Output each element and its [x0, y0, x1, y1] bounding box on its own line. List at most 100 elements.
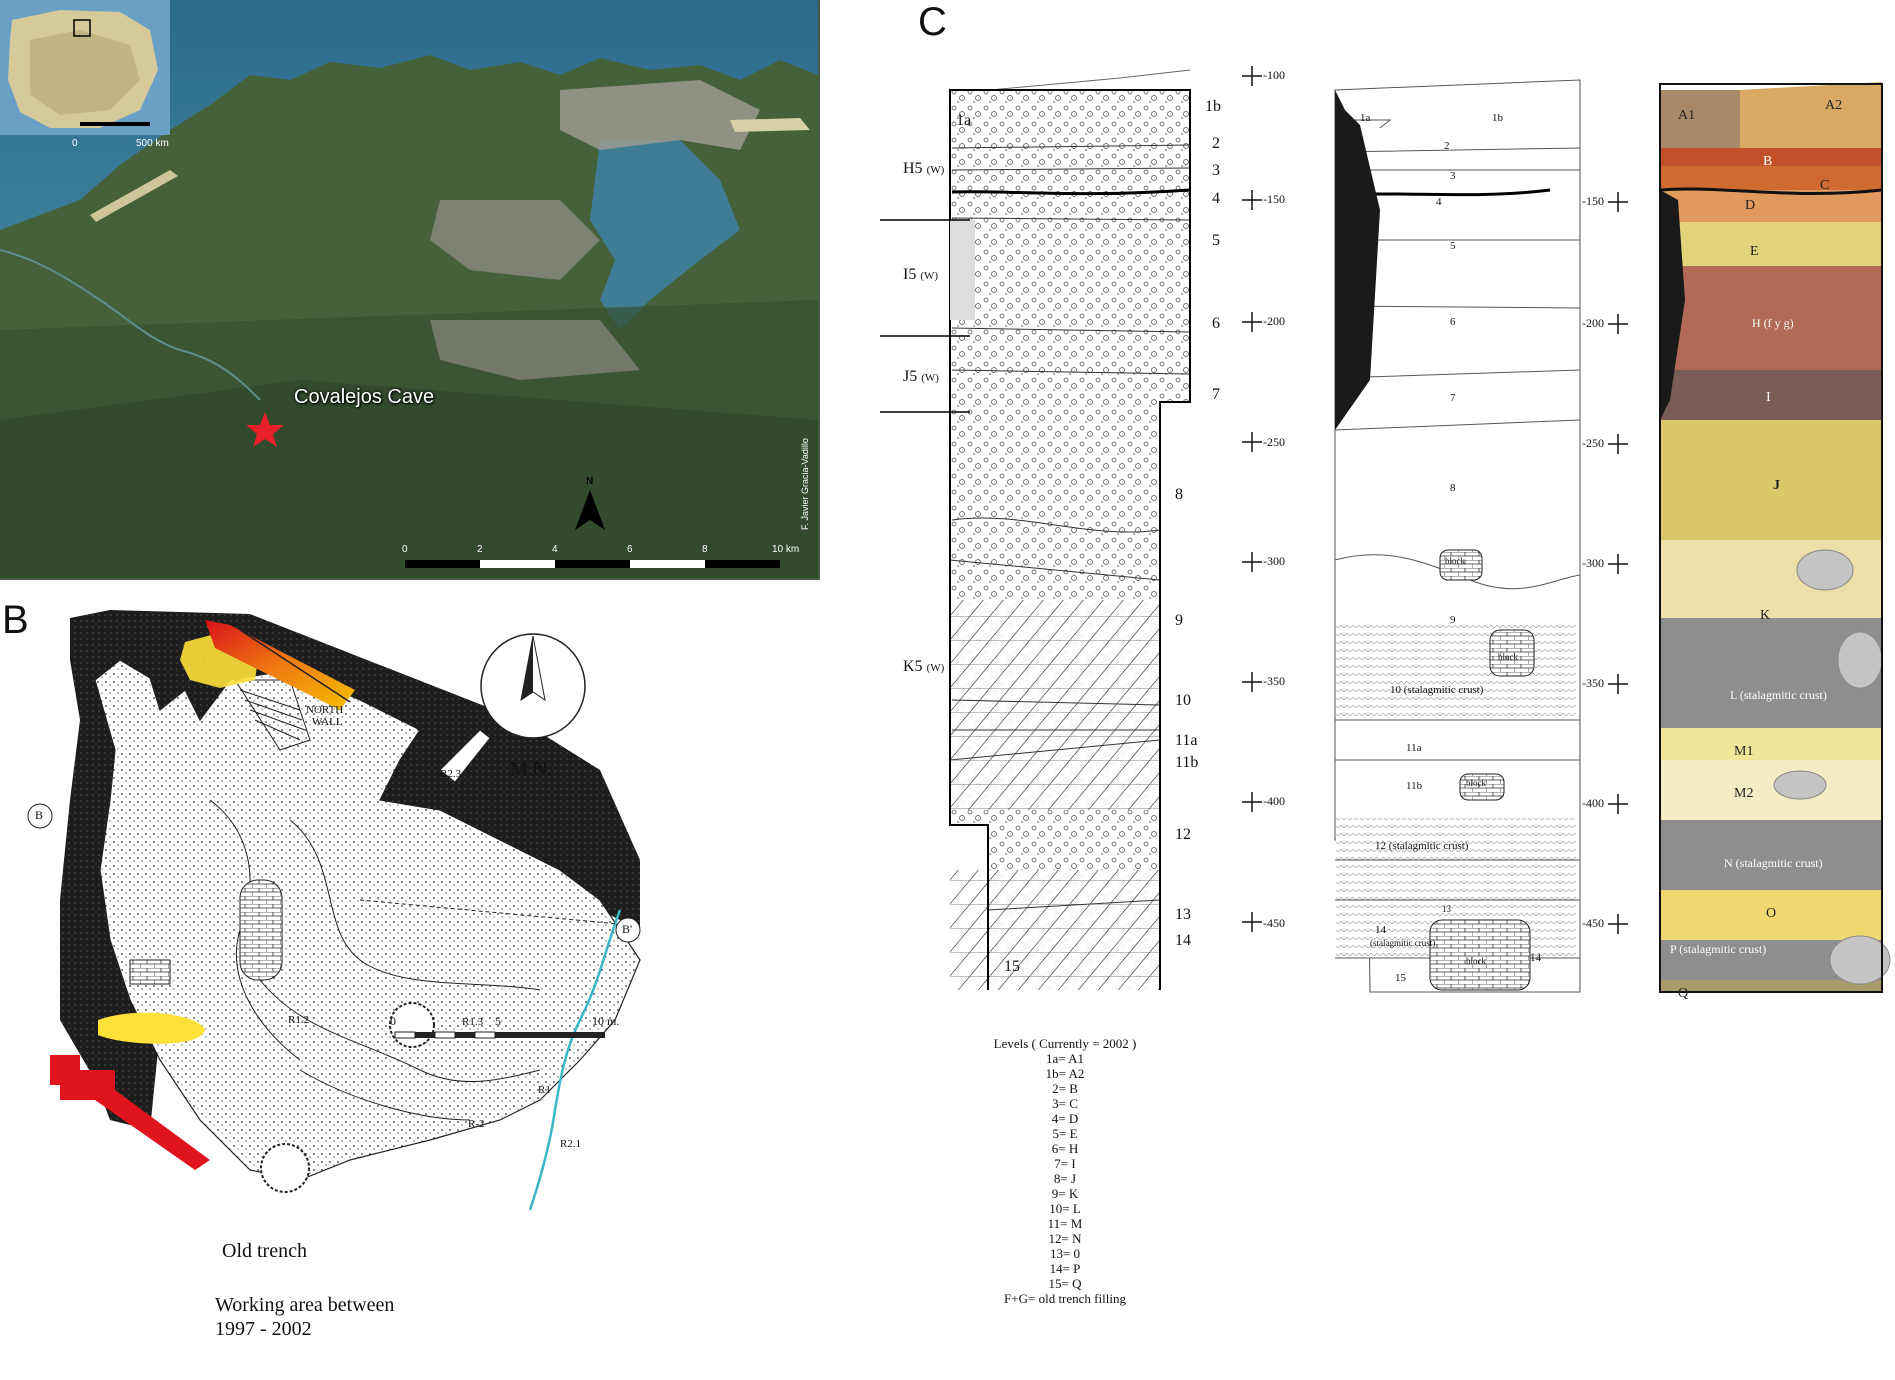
square-k5: K5 (W): [903, 658, 945, 675]
depth-tick-mark: [1242, 432, 1262, 452]
levels-legend-line: 14= P: [1049, 1261, 1081, 1276]
mid-level-1b: 1b: [1492, 112, 1503, 124]
depth-right-150: -150: [1582, 194, 1604, 208]
left-level-6: 6: [1212, 315, 1220, 332]
levels-legend-line: 6= H: [1051, 1141, 1079, 1156]
schematic-section: [1334, 79, 1581, 993]
left-level-14: 14: [1175, 932, 1191, 949]
left-level-13: 13: [1175, 906, 1191, 923]
colored-level-label: P (stalagmitic crust): [1670, 942, 1767, 956]
levels-legend-line: 1a= A1: [1045, 1051, 1085, 1066]
section-graphic: [880, 66, 1891, 993]
left-level-12: 12: [1175, 826, 1191, 843]
depth-mid-100: -100: [1263, 68, 1285, 82]
colored-level-band: [1660, 90, 1740, 148]
colored-level-band: [1660, 618, 1882, 728]
rock-wall: [1660, 190, 1685, 420]
colored-level-band: [1740, 82, 1882, 148]
levels-legend-line: 3= C: [1052, 1096, 1078, 1111]
mid-level-6: 6: [1450, 316, 1456, 328]
mid-level-1a: 1a: [1360, 112, 1371, 124]
depth-mid-250: -250: [1263, 435, 1285, 449]
depth-right-400: -400: [1582, 796, 1604, 810]
levels-legend-line: F+G= old trench filling: [1004, 1291, 1126, 1306]
depth-mid-150: -150: [1263, 192, 1285, 206]
colored-level-label: O: [1766, 906, 1777, 921]
levels-legend-line: 1b= A2: [1045, 1066, 1085, 1081]
depth-right-350: -350: [1582, 676, 1604, 690]
inset-scale-bar: [80, 122, 150, 126]
north-wall-label-1: NORTH: [306, 704, 344, 716]
mid-level-4: 4: [1436, 196, 1442, 208]
depth-tick-mark: [1608, 554, 1628, 574]
colored-level-label: L (stalagmitic crust): [1730, 688, 1827, 702]
colored-level-label: M1: [1734, 744, 1754, 759]
inset-locator-box: [73, 19, 91, 37]
depth-mid-300: -300: [1263, 554, 1285, 568]
mid-level-11b: 11b: [1406, 780, 1423, 792]
colored-block: [1829, 935, 1891, 985]
colored-level-band: [1660, 222, 1882, 266]
mid-level-11a: 11a: [1406, 742, 1422, 754]
colored-block: [1773, 770, 1827, 800]
depth-tick-mark: [1242, 66, 1262, 86]
levels-legend-line: 7= I: [1054, 1156, 1076, 1171]
brick-pillar: [239, 879, 283, 981]
square-j5: J5 (W): [903, 368, 939, 385]
mid-level-2: 2: [1444, 140, 1450, 152]
colored-section-frame: [1659, 83, 1883, 993]
depth-right-250: -250: [1582, 436, 1604, 450]
colored-level-label: A2: [1825, 98, 1843, 113]
depth-tick-mark: [1608, 674, 1628, 694]
depth-tick-mark: [1608, 192, 1628, 212]
colored-level-label: J: [1773, 478, 1780, 493]
plan-scale-tick-10: 10 m.: [592, 1014, 620, 1028]
scale-tick-4: 4: [552, 544, 558, 555]
mid-level-5: 5: [1450, 240, 1456, 252]
depth-tick-mark: [1242, 792, 1262, 812]
depth-tick-mark: [1608, 314, 1628, 334]
colored-level-label: A1: [1678, 108, 1696, 123]
legend-old-trench-label: Old trench: [222, 1240, 307, 1262]
plan-scale-tick-0: 0: [390, 1014, 396, 1028]
colored-block: [1837, 631, 1883, 689]
depth-mid-400: -400: [1263, 794, 1285, 808]
block-label-3: block: [1466, 778, 1486, 788]
inset-scale-end: 500 km: [136, 138, 169, 149]
levels-legend-line: 4= D: [1051, 1111, 1079, 1126]
cave-plan: M.N. NORTH WALL B B' R1.2 R1.3 R-2 R1 R2…: [0, 600, 680, 1380]
colored-level-label: Q: [1678, 986, 1689, 1001]
colored-level-label: N (stalagmitic crust): [1724, 856, 1823, 870]
colored-level-band: [1660, 190, 1882, 222]
colored-level-label: E: [1750, 244, 1759, 259]
levels-legend-line: 2= B: [1052, 1081, 1078, 1096]
colored-level-band: [1660, 940, 1882, 980]
legend-working-area-label-1: Working area between: [215, 1294, 395, 1316]
colored-level-band: [1660, 166, 1882, 190]
mid-level-14b: 14: [1530, 952, 1541, 964]
mid-level-10: 10 (stalagmitic crust): [1390, 684, 1484, 696]
left-level-8: 8: [1175, 486, 1183, 503]
contour-label-r23: R2.3: [440, 768, 462, 780]
left-level-1a: 1a: [956, 112, 972, 129]
levels-legend-line: 10= L: [1049, 1201, 1081, 1216]
depth-tick-mark: [1242, 672, 1262, 692]
colored-level-band: [1660, 980, 1882, 992]
scale-tick-6: 6: [627, 544, 633, 555]
colored-level-label: D: [1745, 198, 1756, 213]
section-mark-b: B: [35, 808, 44, 822]
panel-label-c: C: [918, 0, 947, 44]
site-label: Covalejos Cave: [294, 386, 435, 408]
stratigraphic-section: H5 (W) I5 (W) J5 (W) K5 (W) 1a 1b 2 3 4 …: [870, 40, 1895, 1376]
contour-label-r2: R-2: [468, 1118, 485, 1130]
colored-level-band: [1660, 760, 1882, 820]
colored-level-label: H (f y g): [1752, 316, 1794, 330]
field-section-drawing: [880, 69, 1191, 990]
mid-level-14-stal: (stalagmitic crust): [1370, 938, 1436, 948]
site-star-icon: [246, 412, 284, 447]
legend-working-area-swatch: [50, 1055, 210, 1170]
compass-icon: [480, 633, 586, 739]
block-label-1: block: [1445, 556, 1465, 566]
contour-label-r12: R1.2: [288, 1014, 310, 1026]
colored-level-label: M2: [1734, 786, 1754, 801]
